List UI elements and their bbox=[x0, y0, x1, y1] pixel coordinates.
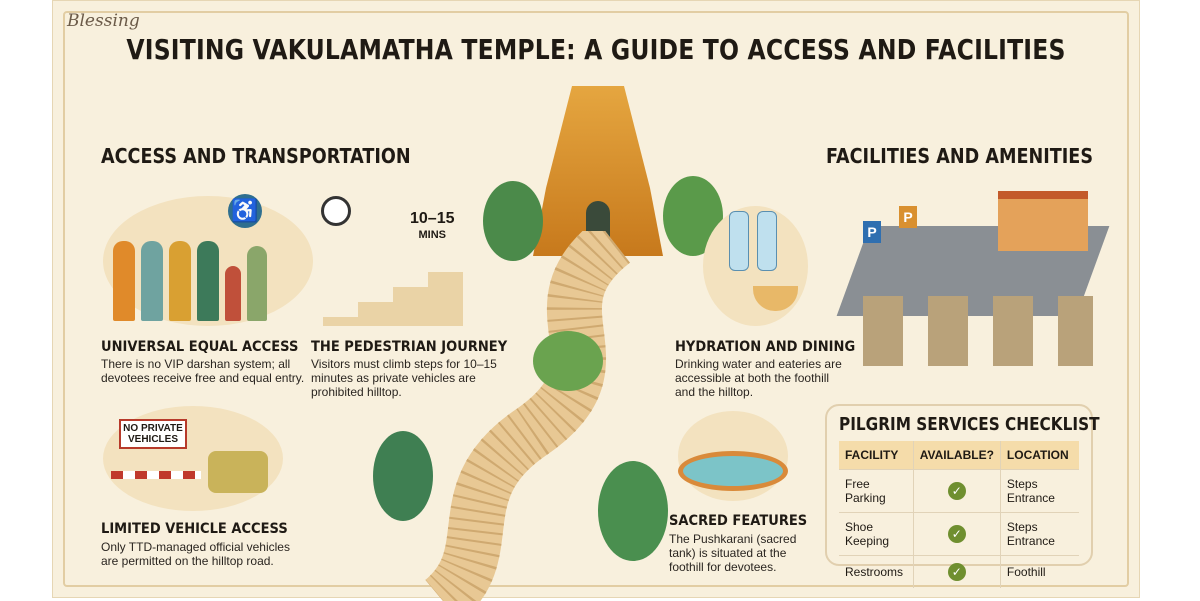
column-header: LOCATION bbox=[1000, 441, 1079, 470]
table-row: Free Parking ✓ Steps Entrance bbox=[839, 469, 1079, 513]
item-title: SACRED FEATURES bbox=[669, 513, 808, 529]
facility-cell: Free Parking bbox=[839, 469, 914, 513]
pilgrim-services-checklist: PILGRIM SERVICES CHECKLIST FACILITY AVAI… bbox=[825, 404, 1100, 588]
item-text: Visitors must climb steps for 10–15 minu… bbox=[311, 357, 497, 399]
page-title: VISITING VAKULAMATHA TEMPLE: A GUIDE TO … bbox=[126, 33, 1066, 66]
shoe-stand-building bbox=[998, 191, 1088, 251]
checklist-table: FACILITY AVAILABLE? LOCATION Free Parkin… bbox=[839, 441, 1079, 588]
location-cell: Foothill bbox=[1006, 565, 1046, 579]
item-title: LIMITED VEHICLE ACCESS bbox=[101, 521, 288, 537]
item-title: THE PEDESTRIAN JOURNEY bbox=[311, 339, 508, 355]
sacred-tank-icon bbox=[678, 451, 788, 491]
item-title: HYDRATION AND DINING bbox=[675, 339, 856, 355]
infographic: Blessing VISITING VAKULAMATHA TEMPLE: A … bbox=[52, 0, 1140, 601]
foliage bbox=[373, 431, 433, 521]
item-title: UNIVERSAL EQUAL ACCESS bbox=[101, 339, 299, 355]
logo: Blessing bbox=[67, 11, 140, 31]
barrier-gate bbox=[111, 471, 201, 479]
parking-sign-icon: P bbox=[899, 206, 917, 228]
checklist-title: PILGRIM SERVICES CHECKLIST bbox=[839, 414, 1100, 435]
item-text: Only TTD-managed official vehicles are p… bbox=[101, 540, 290, 568]
foliage bbox=[533, 331, 603, 391]
location-cell: Steps Entrance bbox=[1000, 512, 1079, 556]
item-text: There is no VIP darshan system; all devo… bbox=[101, 357, 305, 385]
water-food-illustration bbox=[703, 206, 808, 326]
clock-icon bbox=[321, 196, 351, 226]
column-header: FACILITY bbox=[839, 441, 914, 470]
section-heading-facilities: FACILITIES AND AMENITIES bbox=[826, 144, 1094, 168]
table-header-row: FACILITY AVAILABLE? LOCATION bbox=[839, 441, 1079, 470]
jeep-icon bbox=[208, 451, 268, 493]
item-text: Drinking water and eateries are accessib… bbox=[675, 357, 842, 399]
foliage bbox=[598, 461, 668, 561]
check-icon: ✓ bbox=[947, 563, 966, 581]
column-header: AVAILABLE? bbox=[913, 441, 1001, 470]
check-icon: ✓ bbox=[947, 482, 966, 500]
parking-sign-icon: P bbox=[863, 221, 881, 243]
wheelchair-icon: ♿ bbox=[228, 194, 262, 228]
section-heading-access: ACCESS AND TRANSPORTATION bbox=[101, 144, 411, 168]
no-private-vehicles-sign: NO PRIVATE VEHICLES bbox=[119, 419, 187, 449]
item-text: The Pushkarani (sacred tank) is situated… bbox=[669, 532, 797, 574]
water-bottle-icon bbox=[729, 211, 749, 271]
water-bottle-icon bbox=[757, 211, 777, 271]
check-icon: ✓ bbox=[947, 525, 966, 543]
decorative-border bbox=[63, 11, 1129, 587]
facility-cell: Restrooms bbox=[839, 555, 914, 588]
table-row: Restrooms ✓ Foothill bbox=[839, 555, 1079, 588]
table-row: Shoe Keeping ✓ Steps Entrance bbox=[839, 512, 1079, 556]
people-group bbox=[113, 241, 267, 321]
facility-cell: Shoe Keeping bbox=[839, 512, 914, 556]
winding-steps-path bbox=[424, 231, 631, 601]
location-cell: Steps Entrance bbox=[1000, 469, 1079, 513]
shoe-racks-illustration bbox=[863, 296, 1093, 366]
foliage bbox=[483, 181, 543, 261]
